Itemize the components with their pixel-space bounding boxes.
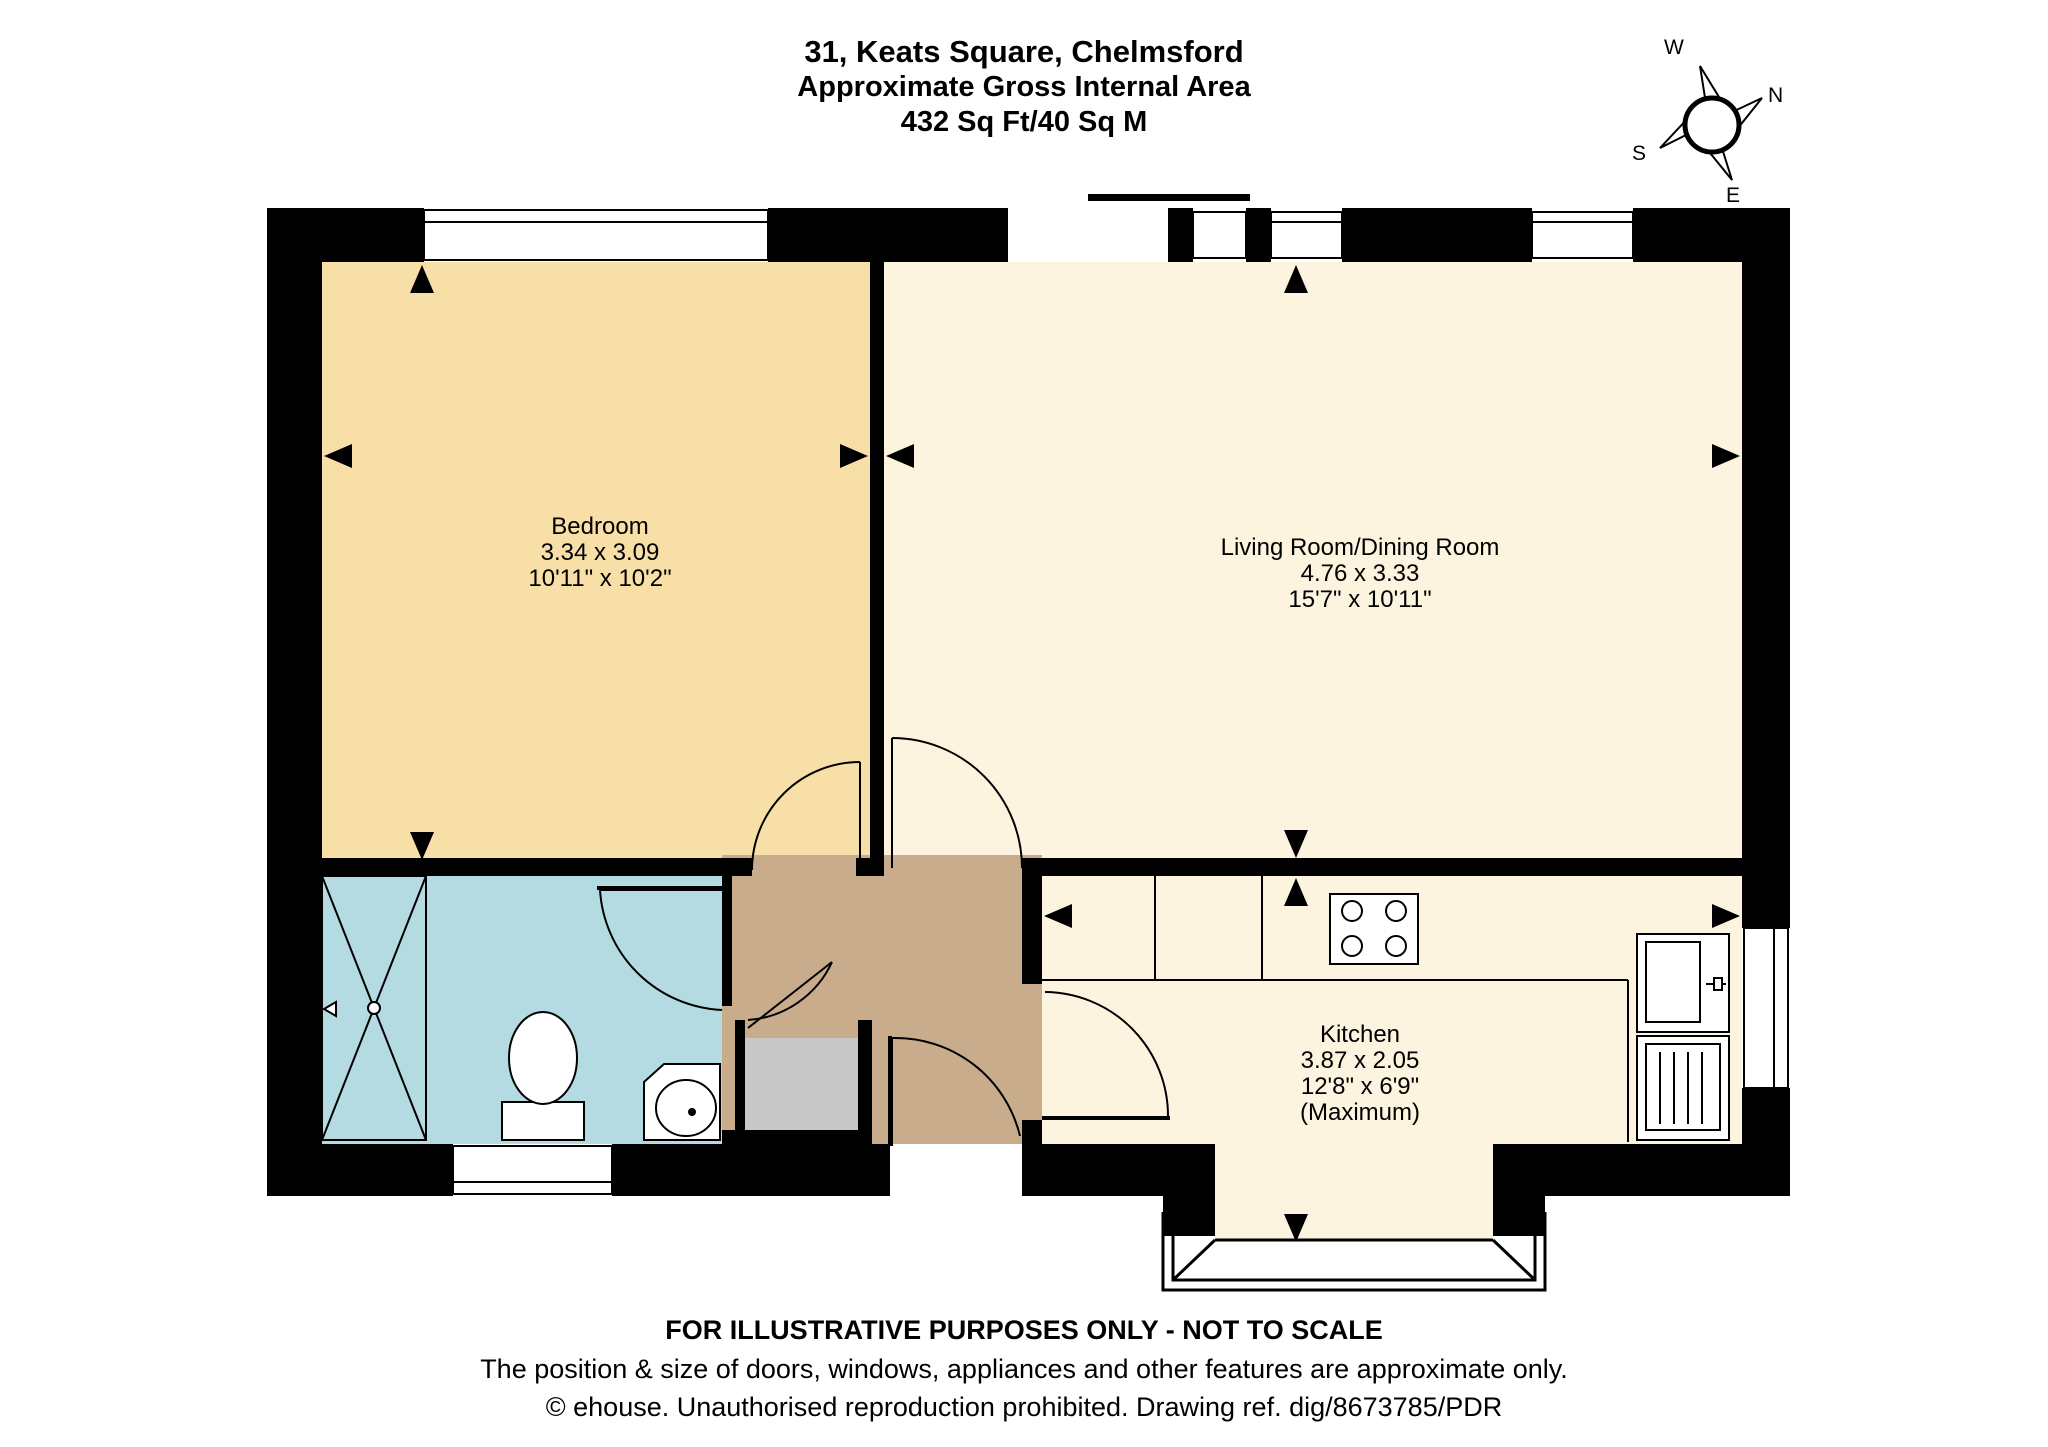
toilet — [501, 1011, 585, 1141]
living-room-label: Living Room/Dining Room 4.76 x 3.33 15'7… — [1160, 535, 1560, 613]
kitchen-imperial: 12'8" x 6'9" — [1300, 1073, 1420, 1100]
compass-north-label: N — [1768, 84, 1784, 107]
cupboard-area — [740, 1038, 862, 1142]
copyright-notice: © ehouse. Unauthorised reproduction proh… — [545, 1392, 1503, 1422]
living-room-area — [884, 262, 1742, 862]
living-room-metric: 4.76 x 3.33 — [1300, 560, 1420, 587]
kitchen-metric: 3.87 x 2.05 — [1300, 1047, 1420, 1074]
interior-walls — [322, 262, 1742, 1144]
area-value: 432 Sq Ft/40 Sq M — [900, 106, 1148, 138]
exterior-walls — [267, 194, 1790, 1236]
compass-south-label: S — [1632, 142, 1647, 165]
disclaimer-title: FOR ILLUSTRATIVE PURPOSES ONLY - NOT TO … — [665, 1315, 1383, 1345]
bay-window — [1161, 1212, 1547, 1292]
living-room-name: Living Room/Dining Room — [1220, 534, 1500, 561]
door-markers — [597, 886, 1170, 1146]
property-address: 31, Keats Square, Chelmsford — [804, 34, 1244, 69]
bedroom-metric: 3.34 x 3.09 — [540, 539, 660, 566]
kitchen-worktops — [1042, 876, 1629, 1142]
windows — [423, 209, 1789, 1195]
kitchen-bay-area — [1215, 1144, 1493, 1239]
living-room-imperial: 15'7" x 10'11" — [1288, 586, 1432, 613]
bedroom-area — [322, 262, 870, 862]
kitchen-sink — [1636, 933, 1730, 1141]
shower-tray — [321, 875, 427, 1141]
kitchen-label: Kitchen 3.87 x 2.05 12'8" x 6'9" (Maximu… — [1240, 1022, 1480, 1126]
disclaimer-body: The position & size of doors, windows, a… — [480, 1354, 1568, 1384]
compass-west-label: W — [1664, 36, 1684, 59]
compass-east-label: E — [1726, 184, 1741, 207]
kitchen-name: Kitchen — [1319, 1021, 1401, 1048]
area-caption: Approximate Gross Internal Area — [797, 71, 1251, 103]
kitchen-note: (Maximum) — [1300, 1099, 1420, 1126]
wash-basin — [643, 1063, 721, 1141]
hob — [1329, 893, 1419, 965]
compass-rose — [1659, 65, 1763, 181]
dimension-arrows — [324, 265, 1740, 1242]
bedroom-label: Bedroom 3.34 x 3.09 10'11" x 10'2" — [475, 514, 725, 592]
bedroom-imperial: 10'11" x 10'2" — [528, 565, 672, 592]
bedroom-name: Bedroom — [551, 513, 649, 540]
